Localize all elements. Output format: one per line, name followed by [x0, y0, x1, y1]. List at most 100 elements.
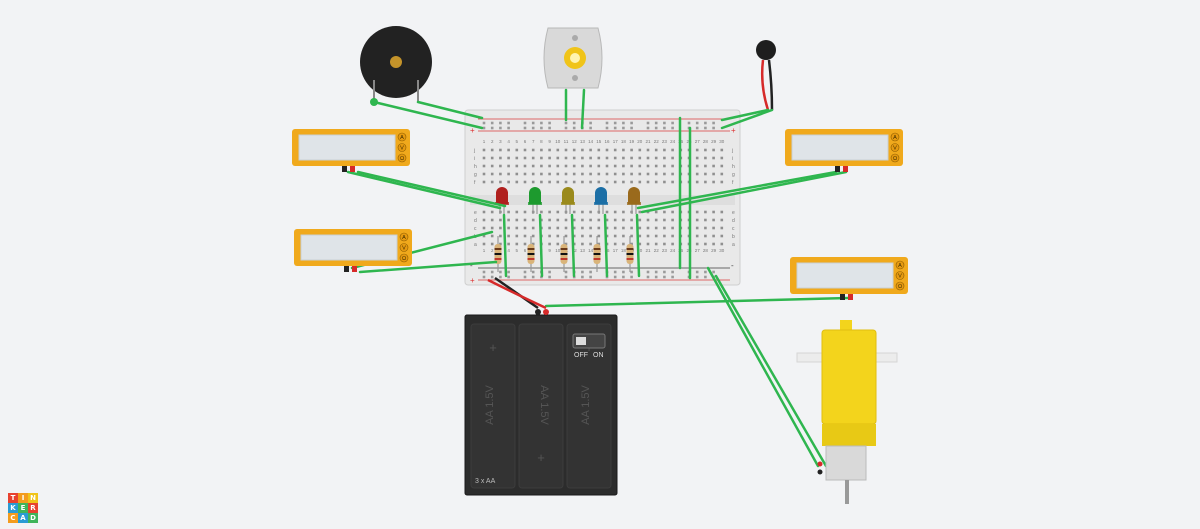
- logo-letter: I: [18, 493, 28, 503]
- led-yellow[interactable]: [561, 187, 575, 214]
- column-number: 6: [524, 248, 527, 253]
- column-number: 18: [621, 248, 627, 253]
- column-number: 11: [564, 139, 569, 144]
- column-number: 9: [548, 139, 551, 144]
- meter-mode-1[interactable]: V: [898, 274, 902, 280]
- battery-cell: [470, 323, 516, 489]
- multimeter-right-top[interactable]: AVΩ: [785, 129, 903, 172]
- meter-mode-1[interactable]: V: [893, 146, 897, 152]
- column-number: 27: [695, 139, 701, 144]
- battery-polarity: +: [537, 450, 545, 465]
- column-number: 12: [572, 248, 578, 253]
- rail-minus-label: -: [470, 261, 473, 270]
- column-number: 17: [613, 248, 619, 253]
- column-number: 10: [555, 248, 561, 253]
- column-number: 22: [654, 248, 660, 253]
- resistor[interactable]: [527, 236, 535, 272]
- resistor[interactable]: [593, 236, 601, 272]
- column-number: 30: [719, 139, 725, 144]
- column-number: 1: [483, 139, 486, 144]
- column-number: 16: [604, 139, 610, 144]
- meter-mode-2[interactable]: Ω: [402, 256, 406, 262]
- rail-plus-label: +: [470, 126, 475, 135]
- piezo-buzzer[interactable]: [360, 26, 432, 106]
- battery-pack-label: 3 x AA: [475, 478, 496, 485]
- gear-motor[interactable]: [796, 320, 898, 504]
- resistors: [494, 236, 634, 272]
- row-letter: i: [474, 156, 475, 162]
- multimeter-right-bottom[interactable]: AVΩ: [790, 257, 908, 300]
- row-letter: h: [474, 164, 477, 170]
- meter-mode-0[interactable]: A: [400, 135, 404, 141]
- row-letter: h: [732, 164, 735, 170]
- led-blue[interactable]: [594, 187, 608, 214]
- led-green[interactable]: [528, 187, 542, 214]
- resistor[interactable]: [560, 236, 568, 272]
- column-number: 9: [548, 248, 551, 253]
- rail-plus-label-right: +: [731, 126, 736, 135]
- column-number: 21: [645, 248, 651, 253]
- logo-letter: R: [28, 503, 38, 513]
- meter-mode-2[interactable]: Ω: [893, 156, 897, 162]
- logo-letter: A: [18, 513, 28, 523]
- row-letter: f: [732, 180, 734, 186]
- row-letter: d: [732, 218, 735, 224]
- battery-pack[interactable]: AA 1.5V+AA 1.5V+AA 1.5V+ OFF ON 3 x AA: [464, 309, 618, 496]
- switch-on-label: ON: [593, 352, 604, 359]
- column-number: 22: [654, 139, 660, 144]
- row-letter: d: [474, 218, 477, 224]
- column-number: 18: [621, 139, 627, 144]
- row-letter: j: [731, 148, 733, 154]
- column-number: 4: [507, 248, 510, 253]
- column-number: 2: [491, 139, 494, 144]
- leds: [495, 187, 641, 214]
- column-number: 23: [662, 139, 668, 144]
- meter-mode-2[interactable]: Ω: [400, 156, 404, 162]
- meter-mode-1[interactable]: V: [402, 246, 406, 252]
- resistor[interactable]: [626, 236, 634, 272]
- logo-letter: D: [28, 513, 38, 523]
- logo-letter: E: [18, 503, 28, 513]
- column-number: 20: [637, 139, 643, 144]
- multimeter-left-bottom[interactable]: AVΩ: [294, 229, 412, 272]
- row-letter: b: [732, 234, 735, 240]
- column-number: 14: [588, 139, 594, 144]
- row-letter: c: [732, 226, 735, 232]
- column-number: 14: [588, 248, 594, 253]
- column-number: 2: [491, 248, 494, 253]
- column-number: 29: [711, 248, 717, 253]
- column-number: 28: [703, 248, 709, 253]
- column-number: 21: [645, 139, 651, 144]
- column-number: 30: [719, 248, 725, 253]
- meter-mode-0[interactable]: A: [402, 235, 406, 241]
- meter-mode-0[interactable]: A: [898, 263, 902, 269]
- row-letter: e: [474, 210, 477, 216]
- rail-minus-label-right: -: [731, 261, 734, 270]
- meter-mode-0[interactable]: A: [893, 135, 897, 141]
- meter-mode-1[interactable]: V: [400, 146, 404, 152]
- logo-letter: C: [8, 513, 18, 523]
- column-number: 28: [703, 139, 709, 144]
- battery-cell: [566, 323, 612, 489]
- battery-cell-label: AA 1.5V: [484, 384, 496, 424]
- column-number: 12: [572, 139, 578, 144]
- row-letter: i: [732, 156, 733, 162]
- row-letter: e: [732, 210, 735, 216]
- row-letter: a: [474, 242, 477, 248]
- multimeter-left-top[interactable]: AVΩ: [292, 129, 410, 172]
- resistor[interactable]: [494, 236, 502, 272]
- row-letter: j: [473, 148, 475, 154]
- column-number: 4: [507, 139, 510, 144]
- row-letter: f: [474, 180, 476, 186]
- wires: [346, 88, 850, 468]
- column-number: 13: [580, 248, 586, 253]
- column-number: 20: [637, 248, 643, 253]
- dc-motor-top[interactable]: [543, 27, 603, 89]
- column-number: 24: [670, 139, 676, 144]
- power-switch-knob[interactable]: [576, 337, 586, 345]
- vibration-motor[interactable]: [756, 40, 776, 111]
- battery-cells: AA 1.5V+AA 1.5V+AA 1.5V+: [470, 323, 612, 489]
- meter-mode-2[interactable]: Ω: [898, 284, 902, 290]
- led-orange[interactable]: [627, 187, 641, 214]
- column-number: 8: [540, 139, 543, 144]
